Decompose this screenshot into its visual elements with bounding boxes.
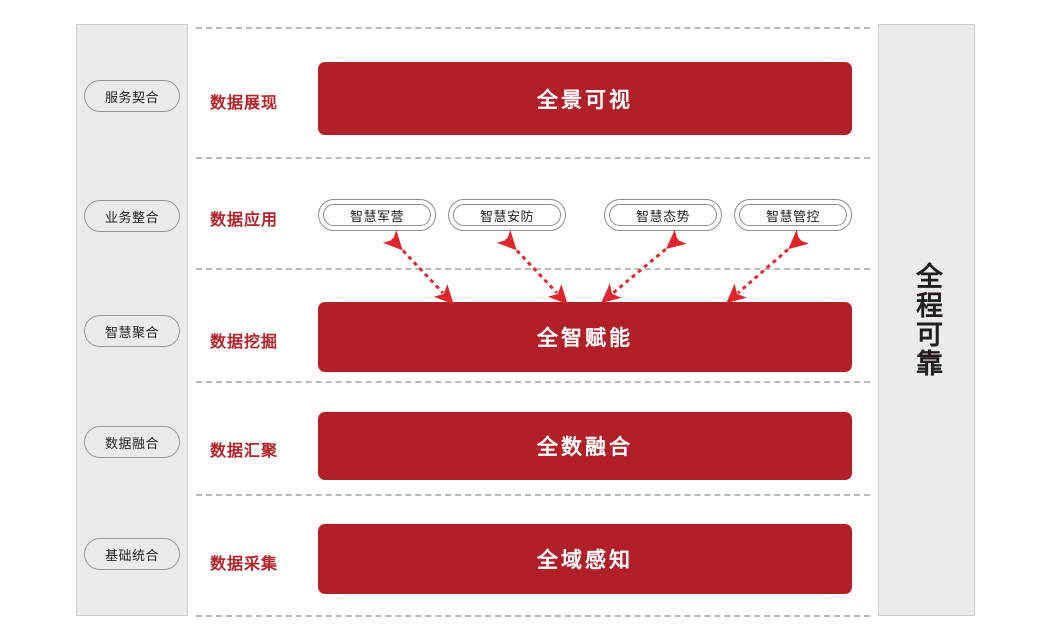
row-label-2: 数据挖掘 xyxy=(210,334,279,351)
sidebar-item-2[interactable]: 智慧聚合 xyxy=(76,314,188,348)
bar-data-fusion[interactable]: 全数融合 xyxy=(318,412,852,480)
divider-3 xyxy=(196,381,870,383)
app-pill-label-1: 智慧安防 xyxy=(453,204,561,226)
row-label-1: 数据应用 xyxy=(210,212,279,229)
app-pill-3[interactable]: 智慧管控 xyxy=(734,199,852,231)
app-pill-0[interactable]: 智慧军营 xyxy=(318,199,436,231)
sidebar-item-label-2: 智慧聚合 xyxy=(84,315,180,347)
divider-top xyxy=(196,27,870,29)
divider-bottom xyxy=(196,615,870,617)
bar-panorama[interactable]: 全景可视 xyxy=(318,62,852,135)
sidebar-item-3[interactable]: 数据融合 xyxy=(76,425,188,459)
row-label-0: 数据展现 xyxy=(210,95,279,112)
right-sidebar-label: 全程可靠 xyxy=(911,262,942,378)
sidebar-item-label-0: 服务契合 xyxy=(84,80,180,112)
row-label-3: 数据汇聚 xyxy=(210,443,279,460)
arrow-0 xyxy=(382,229,454,305)
sidebar-item-label-1: 业务整合 xyxy=(84,200,180,232)
sidebar-item-0[interactable]: 服务契合 xyxy=(76,79,188,113)
app-pill-2[interactable]: 智慧态势 xyxy=(604,199,722,231)
app-pill-label-3: 智慧管控 xyxy=(739,204,847,226)
row-label-4: 数据采集 xyxy=(210,556,279,573)
app-pill-label-2: 智慧态势 xyxy=(609,204,717,226)
arrow-2 xyxy=(601,229,687,303)
right-sidebar-panel xyxy=(878,24,975,616)
bar-sensing[interactable]: 全域感知 xyxy=(318,524,852,594)
sidebar-item-1[interactable]: 业务整合 xyxy=(76,199,188,233)
app-pill-label-0: 智慧军营 xyxy=(323,204,431,226)
app-pill-1[interactable]: 智慧安防 xyxy=(448,199,566,231)
divider-4 xyxy=(196,494,870,496)
sidebar-item-4[interactable]: 基础统合 xyxy=(76,537,188,571)
sidebar-item-label-4: 基础统合 xyxy=(84,538,180,570)
bar-intelligence[interactable]: 全智赋能 xyxy=(318,302,852,372)
right-sidebar-label-wrap: 全程可靠 xyxy=(878,24,975,616)
sidebar-item-label-3: 数据融合 xyxy=(84,426,180,458)
divider-1 xyxy=(196,157,870,159)
arrow-3 xyxy=(726,229,809,304)
arrow-1 xyxy=(496,229,568,305)
divider-2 xyxy=(196,268,870,270)
